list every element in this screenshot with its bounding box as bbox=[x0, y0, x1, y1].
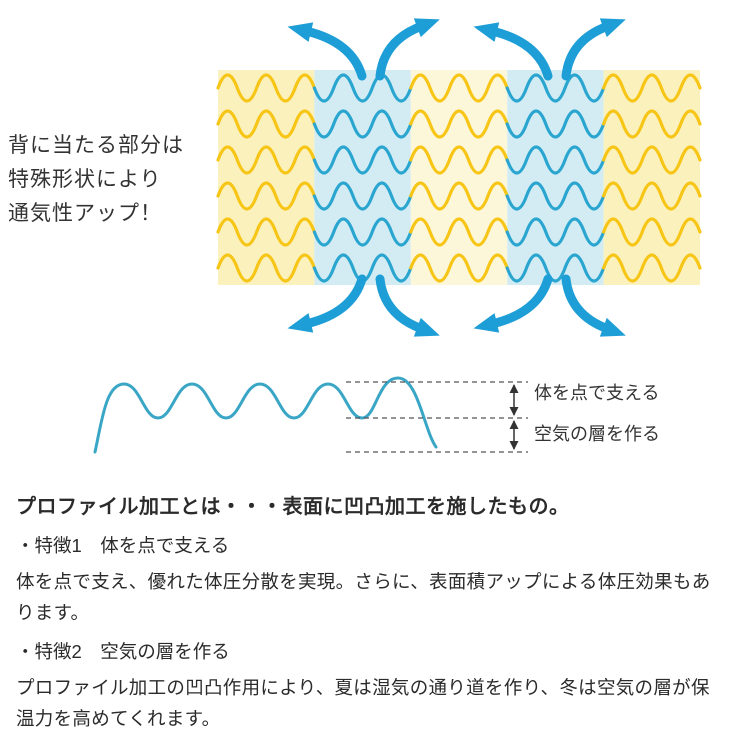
airflow-arrow bbox=[561, 274, 626, 337]
wave-line bbox=[409, 253, 509, 283]
wave-line bbox=[602, 217, 702, 247]
profile-description: プロファイル加工とは・・・表面に凹凸加工を施したもの。 ・特徴1 体を点で支える… bbox=[16, 494, 728, 740]
wave-line bbox=[312, 181, 413, 211]
mattress-band bbox=[410, 70, 508, 285]
wave-line bbox=[312, 73, 413, 103]
wave-line bbox=[216, 109, 316, 139]
wave-line bbox=[409, 181, 509, 211]
feature2-body: プロファイル加工の凹凸作用により、夏は湿気の通り道を作り、冬は空気の層が保温力を… bbox=[16, 677, 710, 729]
wave-line bbox=[216, 217, 316, 247]
wave-line bbox=[409, 145, 509, 175]
mattress-band bbox=[218, 70, 315, 285]
airflow-arrow bbox=[473, 274, 553, 333]
airflow-arrow bbox=[473, 22, 553, 81]
wave-line bbox=[216, 181, 316, 211]
description-title: プロファイル加工とは・・・表面に凹凸加工を施したもの。 bbox=[16, 496, 570, 518]
wave-line bbox=[505, 217, 606, 247]
feature2-heading: ・特徴2 空気の層を作る bbox=[16, 641, 230, 662]
wave-line bbox=[409, 73, 509, 103]
mattress-band bbox=[603, 70, 700, 285]
wave-line bbox=[505, 181, 606, 211]
wave-line bbox=[409, 109, 509, 139]
wave-line bbox=[312, 109, 413, 139]
wave-line bbox=[602, 73, 702, 103]
feature1-body: 体を点で支え、優れた体圧分散を実現。さらに、表面積アップによる体圧効果もあります… bbox=[16, 571, 711, 623]
breathability-note: 背に当たる部分は 特殊形状により 通気性アップ！ bbox=[8, 129, 184, 231]
wave-line bbox=[216, 253, 316, 283]
wave-line bbox=[216, 145, 316, 175]
wave-line bbox=[505, 73, 606, 103]
wave-line bbox=[505, 253, 606, 283]
airflow-arrow bbox=[375, 274, 440, 337]
wave-line bbox=[409, 217, 509, 247]
breathability-note-line1: 背に当たる部分は bbox=[8, 134, 184, 157]
profile-label-air-layer: 空気の層を作る bbox=[534, 424, 660, 444]
profile-curve bbox=[93, 376, 438, 454]
airflow-arrow bbox=[287, 22, 367, 81]
wave-line bbox=[216, 73, 316, 103]
wave-line bbox=[505, 145, 606, 175]
wave-line bbox=[602, 109, 702, 139]
mattress-band bbox=[507, 70, 604, 285]
mattress-band bbox=[314, 70, 411, 285]
wave-line bbox=[312, 145, 413, 175]
airflow-arrow bbox=[375, 18, 440, 81]
profile-label-support-points: 体を点で支える bbox=[534, 383, 659, 403]
breathability-note-line2: 特殊形状により bbox=[8, 168, 162, 191]
airflow-arrow bbox=[561, 18, 626, 81]
mattress-airflow-illustration bbox=[216, 18, 702, 337]
wave-line bbox=[505, 109, 606, 139]
wave-line bbox=[312, 217, 413, 247]
wave-line bbox=[602, 145, 702, 175]
wave-line bbox=[602, 253, 702, 283]
wave-line bbox=[602, 181, 702, 211]
profile-cross-section-illustration bbox=[93, 376, 528, 454]
feature1-heading: ・特徴1 体を点で支える bbox=[16, 535, 230, 556]
breathability-note-line3: 通気性アップ！ bbox=[8, 202, 162, 225]
airflow-arrow bbox=[287, 274, 367, 333]
